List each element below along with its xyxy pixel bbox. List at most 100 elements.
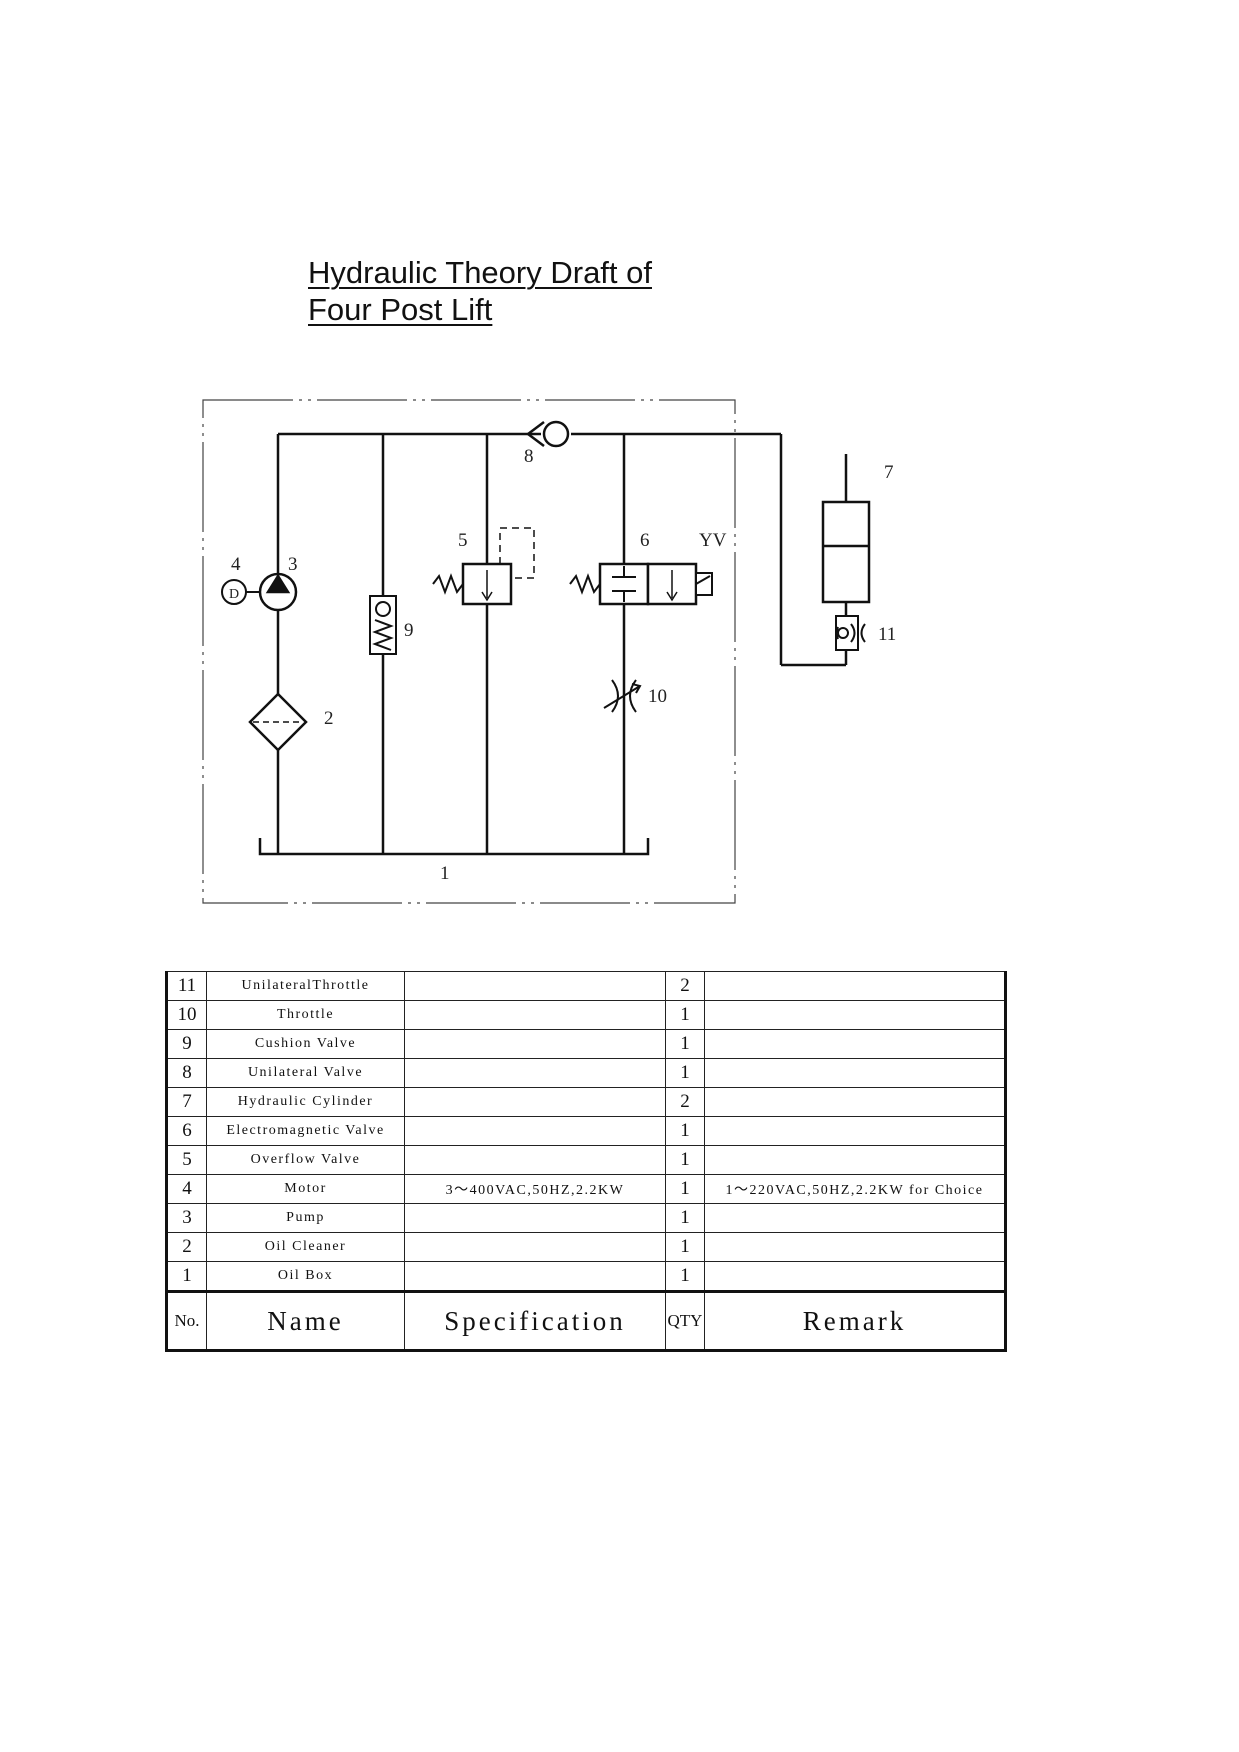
cell-spec	[404, 1087, 666, 1117]
cell-qty: 1	[665, 1261, 705, 1292]
cell-name: UnilateralThrottle	[206, 971, 405, 1001]
cell-name: Motor	[206, 1174, 405, 1204]
cell-remark	[704, 1261, 1006, 1292]
label-unilateral-throttle: 11	[878, 624, 896, 645]
header-spec: Specification	[404, 1290, 666, 1351]
label-pump: 3	[288, 554, 298, 575]
cell-remark	[704, 971, 1006, 1001]
cell-remark	[704, 1116, 1006, 1146]
label-motor: 4	[231, 554, 241, 575]
cell-remark	[704, 1058, 1006, 1088]
cell-no: 1	[166, 1261, 207, 1292]
cell-spec	[404, 1203, 666, 1233]
table-header-row: No. Name Specification QTY Remark	[166, 1290, 1006, 1351]
cell-no: 2	[166, 1232, 207, 1262]
label-oil-cleaner: 2	[324, 708, 334, 729]
cell-qty: 1	[665, 1174, 705, 1204]
cell-name: Throttle	[206, 1000, 405, 1030]
cell-qty: 1	[665, 1145, 705, 1175]
cell-name: Cushion Valve	[206, 1029, 405, 1059]
cell-no: 9	[166, 1029, 207, 1059]
cell-spec	[404, 1058, 666, 1088]
cell-qty: 2	[665, 1087, 705, 1117]
cell-spec	[404, 1232, 666, 1262]
label-overflow-valve: 5	[458, 530, 468, 551]
motor-symbol-letter: D	[229, 587, 239, 602]
cell-qty: 1	[665, 1116, 705, 1146]
header-name: Name	[206, 1290, 405, 1351]
cell-spec	[404, 1145, 666, 1175]
cell-qty: 1	[665, 1000, 705, 1030]
header-no: No.	[166, 1290, 207, 1351]
cell-name: Pump	[206, 1203, 405, 1233]
cell-no: 6	[166, 1116, 207, 1146]
hydraulic-schematic: D	[202, 399, 896, 904]
cushion-valve-symbol	[369, 595, 397, 655]
cell-spec	[404, 1029, 666, 1059]
cell-remark	[704, 1029, 1006, 1059]
cell-name: Oil Cleaner	[206, 1232, 405, 1262]
title-line-2: Four Post Lift	[308, 292, 493, 327]
throttle-symbol	[603, 679, 642, 713]
cell-no: 3	[166, 1203, 207, 1233]
cell-qty: 1	[665, 1203, 705, 1233]
header-qty: QTY	[665, 1290, 705, 1351]
cell-no: 8	[166, 1058, 207, 1088]
cell-spec	[404, 1261, 666, 1292]
power-unit-boundary	[202, 399, 736, 904]
cell-no: 11	[166, 971, 207, 1001]
cell-name: Electromagnetic Valve	[206, 1116, 405, 1146]
cell-no: 7	[166, 1087, 207, 1117]
cell-qty: 1	[665, 1058, 705, 1088]
hydraulic-cylinder-symbol	[821, 454, 871, 616]
electromagnetic-valve-symbol	[569, 562, 713, 606]
overflow-valve-symbol	[432, 527, 535, 606]
pump-symbol	[258, 572, 298, 612]
title-line-1: Hydraulic Theory Draft of	[308, 255, 652, 290]
cell-name: Unilateral Valve	[206, 1058, 405, 1088]
cell-spec	[404, 1000, 666, 1030]
cell-qty: 2	[665, 971, 705, 1001]
label-cushion-valve: 9	[404, 620, 414, 641]
cell-qty: 1	[665, 1232, 705, 1262]
unilateral-valve-symbol	[525, 420, 570, 448]
cell-name: Overflow Valve	[206, 1145, 405, 1175]
cell-no: 10	[166, 1000, 207, 1030]
cell-no: 5	[166, 1145, 207, 1175]
oil-box-symbol	[258, 838, 650, 856]
cell-remark: 1～220VAC,50HZ,2.2KW for Choice	[704, 1174, 1006, 1204]
cell-spec: 3～400VAC,50HZ,2.2KW	[404, 1174, 666, 1204]
cell-qty: 1	[665, 1029, 705, 1059]
motor-symbol: D	[221, 579, 260, 605]
cell-spec	[404, 1116, 666, 1146]
cell-name: Hydraulic Cylinder	[206, 1087, 405, 1117]
label-unilateral-valve: 8	[524, 446, 534, 467]
cell-spec	[404, 971, 666, 1001]
oil-cleaner-symbol	[248, 692, 308, 752]
cell-remark	[704, 1000, 1006, 1030]
label-throttle: 10	[648, 686, 667, 707]
cell-remark	[704, 1203, 1006, 1233]
cell-remark	[704, 1087, 1006, 1117]
cell-remark	[704, 1145, 1006, 1175]
cell-no: 4	[166, 1174, 207, 1204]
label-oil-box: 1	[440, 863, 450, 884]
header-remark: Remark	[704, 1290, 1006, 1351]
label-solenoid: YV	[699, 530, 727, 551]
cell-remark	[704, 1232, 1006, 1262]
unilateral-throttle-symbol	[834, 615, 866, 651]
cell-name: Oil Box	[206, 1261, 405, 1292]
